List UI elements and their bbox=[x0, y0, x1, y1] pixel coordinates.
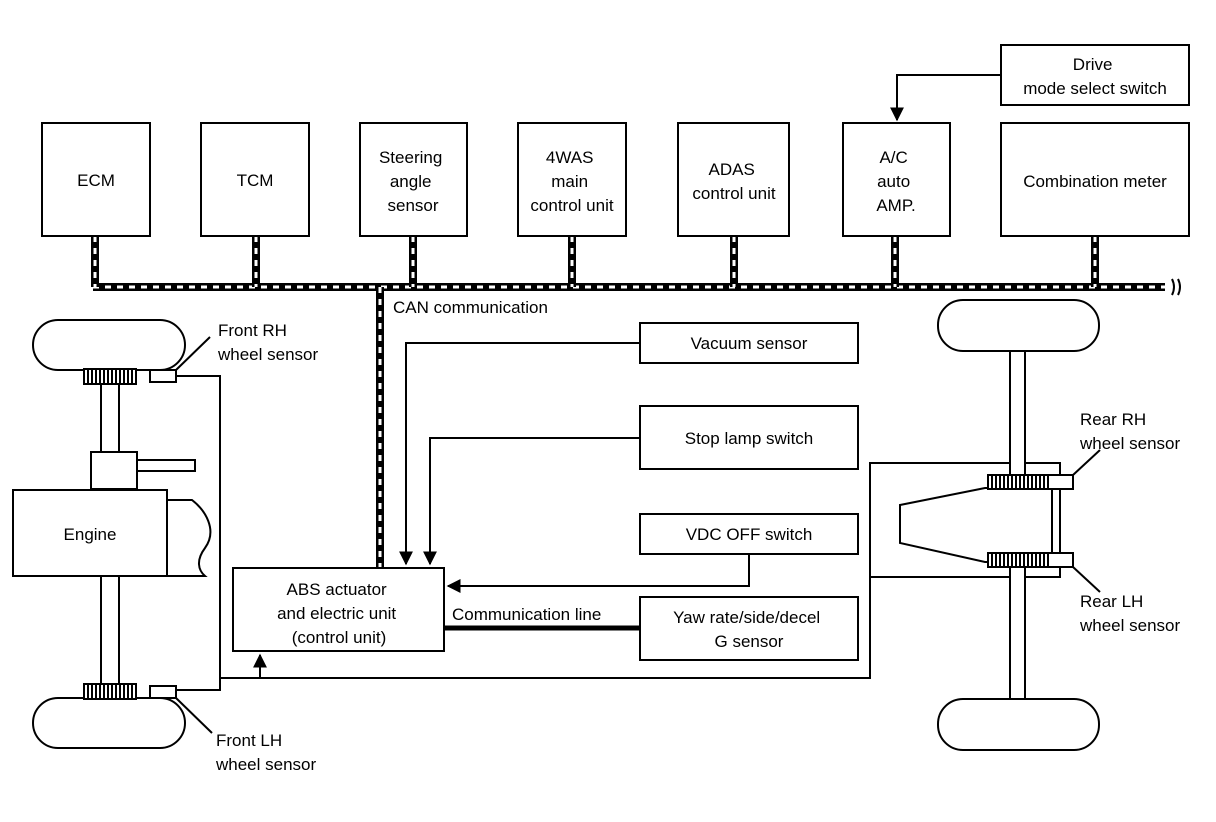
svg-text:Engine: Engine bbox=[64, 525, 117, 544]
rear-rh-sensor bbox=[1047, 474, 1074, 490]
unit-steering-angle-sensor: Steering angle sensor bbox=[359, 122, 468, 237]
svg-text:A/C auto AMP.: A/C auto AMP. bbox=[876, 148, 915, 215]
rear-rh-tire bbox=[937, 299, 1100, 352]
front-lh-wheel-sensor-label: Front LH wheel sensor bbox=[215, 731, 317, 774]
drive-mode-to-ac-arrow bbox=[890, 74, 1001, 122]
unit-combination-meter: Combination meter bbox=[1000, 122, 1190, 237]
svg-text:Drive mode select switch: Drive mode select switch bbox=[1023, 55, 1167, 98]
unit-drive-mode-select-switch: Drive mode select switch bbox=[1000, 44, 1190, 106]
svg-text:4WAS main control: 4WAS main control unit bbox=[530, 148, 613, 215]
front-lh-tire bbox=[32, 697, 186, 749]
svg-text:Yaw rate/side/decel G se: Yaw rate/side/decel G sensor bbox=[673, 608, 825, 651]
rear-sensor-harness bbox=[220, 462, 1061, 679]
rear-lh-wheel-sensor-label: Rear LH wheel sensor bbox=[1079, 592, 1181, 635]
svg-text:Vacuum sensor: Vacuum sensor bbox=[691, 334, 808, 353]
bus-continuation-mark bbox=[1171, 278, 1181, 296]
svg-text:TCM: TCM bbox=[237, 171, 274, 190]
communication-line-label: Communication line bbox=[452, 605, 601, 624]
can-communication-label: CAN communication bbox=[393, 298, 548, 317]
svg-text:ADAS control unit: ADAS control unit bbox=[692, 160, 775, 203]
rear-lh-tire bbox=[937, 698, 1100, 751]
front-lh-sensor bbox=[149, 685, 177, 699]
rear-differential bbox=[899, 487, 1053, 563]
stop-lamp-line bbox=[423, 437, 640, 566]
svg-text:Stop lamp switch: Stop lamp switch bbox=[685, 429, 814, 448]
steering-gearbox bbox=[90, 451, 138, 490]
stop-lamp-switch-box: Stop lamp switch bbox=[639, 405, 859, 470]
unit-adas-control-unit: ADAS control unit bbox=[677, 122, 790, 237]
engine: Engine bbox=[12, 489, 212, 577]
unit-4was-main-control-unit: 4WAS main control unit bbox=[517, 122, 627, 237]
svg-text:ABS actuator and electri: ABS actuator and electric unit (control … bbox=[277, 580, 401, 647]
steering-column bbox=[136, 459, 196, 472]
vdc-off-line bbox=[446, 554, 750, 593]
svg-text:ECM: ECM bbox=[77, 171, 115, 190]
vdc-off-switch-box: VDC OFF switch bbox=[639, 513, 859, 555]
yaw-rate-sensor-box: Yaw rate/side/decel G sensor bbox=[639, 596, 859, 661]
rear-rh-leader bbox=[1072, 449, 1101, 476]
front-rh-tire bbox=[32, 319, 186, 371]
front-rh-wheel-sensor-label: Front RH wheel sensor bbox=[217, 321, 319, 364]
rear-lh-sensor bbox=[1047, 552, 1074, 568]
unit-ac-auto-amp: A/C auto AMP. bbox=[842, 122, 951, 237]
svg-text:Steering angle sen: Steering angle sensor bbox=[379, 148, 447, 215]
vacuum-sensor-box: Vacuum sensor bbox=[639, 322, 859, 364]
abs-actuator-box: ABS actuator and electric unit (control … bbox=[232, 567, 445, 652]
unit-tcm: TCM bbox=[200, 122, 310, 237]
vacuum-sensor-line bbox=[399, 342, 640, 566]
front-sensor-harness bbox=[176, 375, 221, 691]
svg-text:Combination meter: Combination meter bbox=[1023, 172, 1167, 191]
unit-ecm: ECM bbox=[41, 122, 151, 237]
front-rh-leader bbox=[175, 336, 211, 371]
can-bus bbox=[91, 236, 1181, 568]
svg-text:VDC OFF switch: VDC OFF switch bbox=[686, 525, 813, 544]
front-lh-leader bbox=[175, 697, 213, 734]
rear-lh-leader bbox=[1072, 566, 1101, 593]
rear-axle bbox=[899, 299, 1100, 751]
rear-rh-wheel-sensor-label: Rear RH wheel sensor bbox=[1079, 410, 1181, 453]
can-drops bbox=[91, 236, 1099, 287]
front-rh-sensor bbox=[149, 369, 177, 383]
